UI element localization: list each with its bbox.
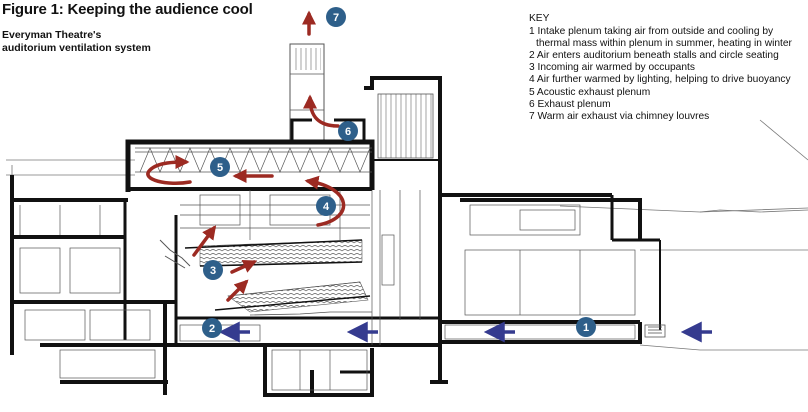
marker-5: 5	[210, 157, 230, 177]
marker-label: 2	[209, 323, 215, 335]
stalls-seating	[214, 281, 372, 316]
key-heading: KEY	[529, 13, 550, 24]
marker-label: 4	[323, 201, 330, 213]
key-item-text: thermal mass within plenum in summer, he…	[536, 38, 792, 50]
key-item-3: 3 Incoming air warmed by occupants	[529, 62, 804, 74]
key-item-text: 7 Warm air exhaust via chimney louvres	[529, 110, 710, 122]
marker-label: 1	[583, 322, 589, 334]
intake-louvre	[644, 324, 666, 338]
warm-air-arrow	[303, 94, 340, 128]
warm-air-arrow	[226, 279, 249, 302]
key-item-text: 5 Acoustic exhaust plenum	[529, 86, 651, 98]
marker-label: 3	[210, 265, 216, 277]
marker-label: 6	[345, 126, 351, 138]
fly-tower	[364, 76, 442, 161]
marker-3: 3	[203, 260, 223, 280]
marker-label: 7	[333, 12, 339, 24]
marker-1: 1	[576, 317, 596, 337]
warm-air-arrow	[230, 259, 258, 274]
key-item-text: 3 Incoming air warmed by occupants	[529, 62, 695, 74]
figure-title: Figure 1: Keeping the audience cool	[2, 1, 253, 18]
figure-subtitle: Everyman Theatre's auditorium ventilatio…	[2, 29, 172, 55]
key-item-1: 1 Intake plenum taking air from outside …	[529, 26, 804, 50]
interior-linework	[19, 147, 636, 391]
building-structure	[10, 118, 661, 397]
marker-4: 4	[316, 196, 336, 216]
marker-6: 6	[338, 121, 358, 141]
marker-label: 5	[217, 162, 223, 174]
key-item-text: 4 Air further warmed by lighting, helpin…	[529, 74, 791, 86]
marker-7: 7	[326, 7, 346, 27]
warm-air-arrow	[192, 225, 217, 257]
key-item-text: 6 Exhaust plenum	[529, 98, 611, 110]
key-legend: KEY 1 Intake plenum taking air from outs…	[529, 13, 804, 123]
chimney	[289, 43, 325, 141]
subtitle-line: Everyman Theatre's	[2, 29, 102, 41]
circle-seating	[159, 239, 363, 269]
key-item-text: 2 Air enters auditorium beneath stalls a…	[529, 50, 779, 62]
marker-2: 2	[202, 318, 222, 338]
key-item-5: 5 Acoustic exhaust plenum	[529, 87, 804, 99]
subtitle-line: auditorium ventilation system	[2, 42, 151, 54]
key-item-6: 6 Exhaust plenum	[529, 99, 804, 111]
warm-air-arrow	[304, 175, 346, 227]
warm-air-arrows	[146, 10, 346, 302]
key-item-text: 1 Intake plenum taking air from outside …	[529, 26, 774, 38]
key-item-4: 4 Air further warmed by lighting, helpin…	[529, 74, 804, 86]
key-item-7: 7 Warm air exhaust via chimney louvres	[529, 111, 804, 123]
warm-air-arrow	[146, 155, 192, 185]
key-item-2: 2 Air enters auditorium beneath stalls a…	[529, 50, 804, 62]
